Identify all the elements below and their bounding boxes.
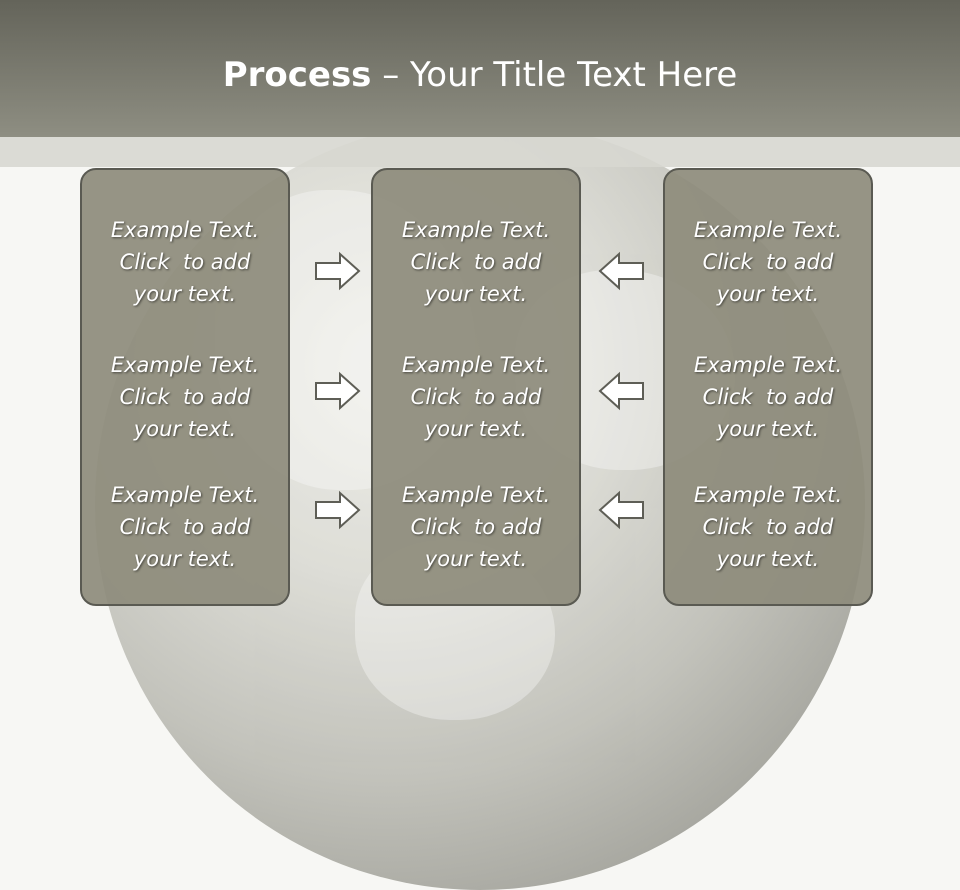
text-line: your text. <box>424 282 528 306</box>
slide-title-bold: Process <box>222 55 372 95</box>
box-text-block[interactable]: Example Text. Click to add your text. <box>665 479 871 575</box>
text-line: Click to add <box>702 385 834 409</box>
slide-title[interactable]: Process – Your Title Text Here <box>0 52 960 98</box>
text-line: your text. <box>424 417 528 441</box>
arrow-left-icon[interactable] <box>597 490 645 530</box>
slide-title-text: – Your Title Text Here <box>371 55 738 95</box>
text-line: Example Text. <box>401 483 551 507</box>
text-line: your text. <box>716 282 820 306</box>
text-line: Click to add <box>119 250 251 274</box>
text-line: your text. <box>716 417 820 441</box>
text-line: Click to add <box>702 250 834 274</box>
process-box-left[interactable]: Example Text. Click to add your text. Ex… <box>80 168 290 606</box>
text-line: Click to add <box>410 515 542 539</box>
text-line: Example Text. <box>693 353 843 377</box>
box-text-block[interactable]: Example Text. Click to add your text. <box>665 349 871 445</box>
text-line: Click to add <box>410 250 542 274</box>
text-line: your text. <box>133 417 237 441</box>
box-text-block[interactable]: Example Text. Click to add your text. <box>82 214 288 310</box>
text-line: Click to add <box>702 515 834 539</box>
box-text-block[interactable]: Example Text. Click to add your text. <box>373 214 579 310</box>
arrow-right-icon[interactable] <box>314 490 362 530</box>
text-line: Example Text. <box>110 353 260 377</box>
text-line: Example Text. <box>693 483 843 507</box>
text-line: your text. <box>424 547 528 571</box>
text-line: Example Text. <box>110 483 260 507</box>
text-line: your text. <box>716 547 820 571</box>
process-box-right[interactable]: Example Text. Click to add your text. Ex… <box>663 168 873 606</box>
arrow-right-icon[interactable] <box>314 251 362 291</box>
text-line: Click to add <box>119 515 251 539</box>
box-text-block[interactable]: Example Text. Click to add your text. <box>373 479 579 575</box>
box-text-block[interactable]: Example Text. Click to add your text. <box>373 349 579 445</box>
text-line: Example Text. <box>401 353 551 377</box>
text-line: your text. <box>133 282 237 306</box>
title-underline-strip <box>0 137 960 167</box>
text-line: Example Text. <box>693 218 843 242</box>
text-line: Click to add <box>119 385 251 409</box>
box-text-block[interactable]: Example Text. Click to add your text. <box>665 214 871 310</box>
arrow-left-icon[interactable] <box>597 251 645 291</box>
arrow-left-icon[interactable] <box>597 371 645 411</box>
box-text-block[interactable]: Example Text. Click to add your text. <box>82 349 288 445</box>
process-box-center[interactable]: Example Text. Click to add your text. Ex… <box>371 168 581 606</box>
text-line: Example Text. <box>110 218 260 242</box>
text-line: your text. <box>133 547 237 571</box>
text-line: Example Text. <box>401 218 551 242</box>
title-bar <box>0 0 960 137</box>
box-text-block[interactable]: Example Text. Click to add your text. <box>82 479 288 575</box>
text-line: Click to add <box>410 385 542 409</box>
arrow-right-icon[interactable] <box>314 371 362 411</box>
